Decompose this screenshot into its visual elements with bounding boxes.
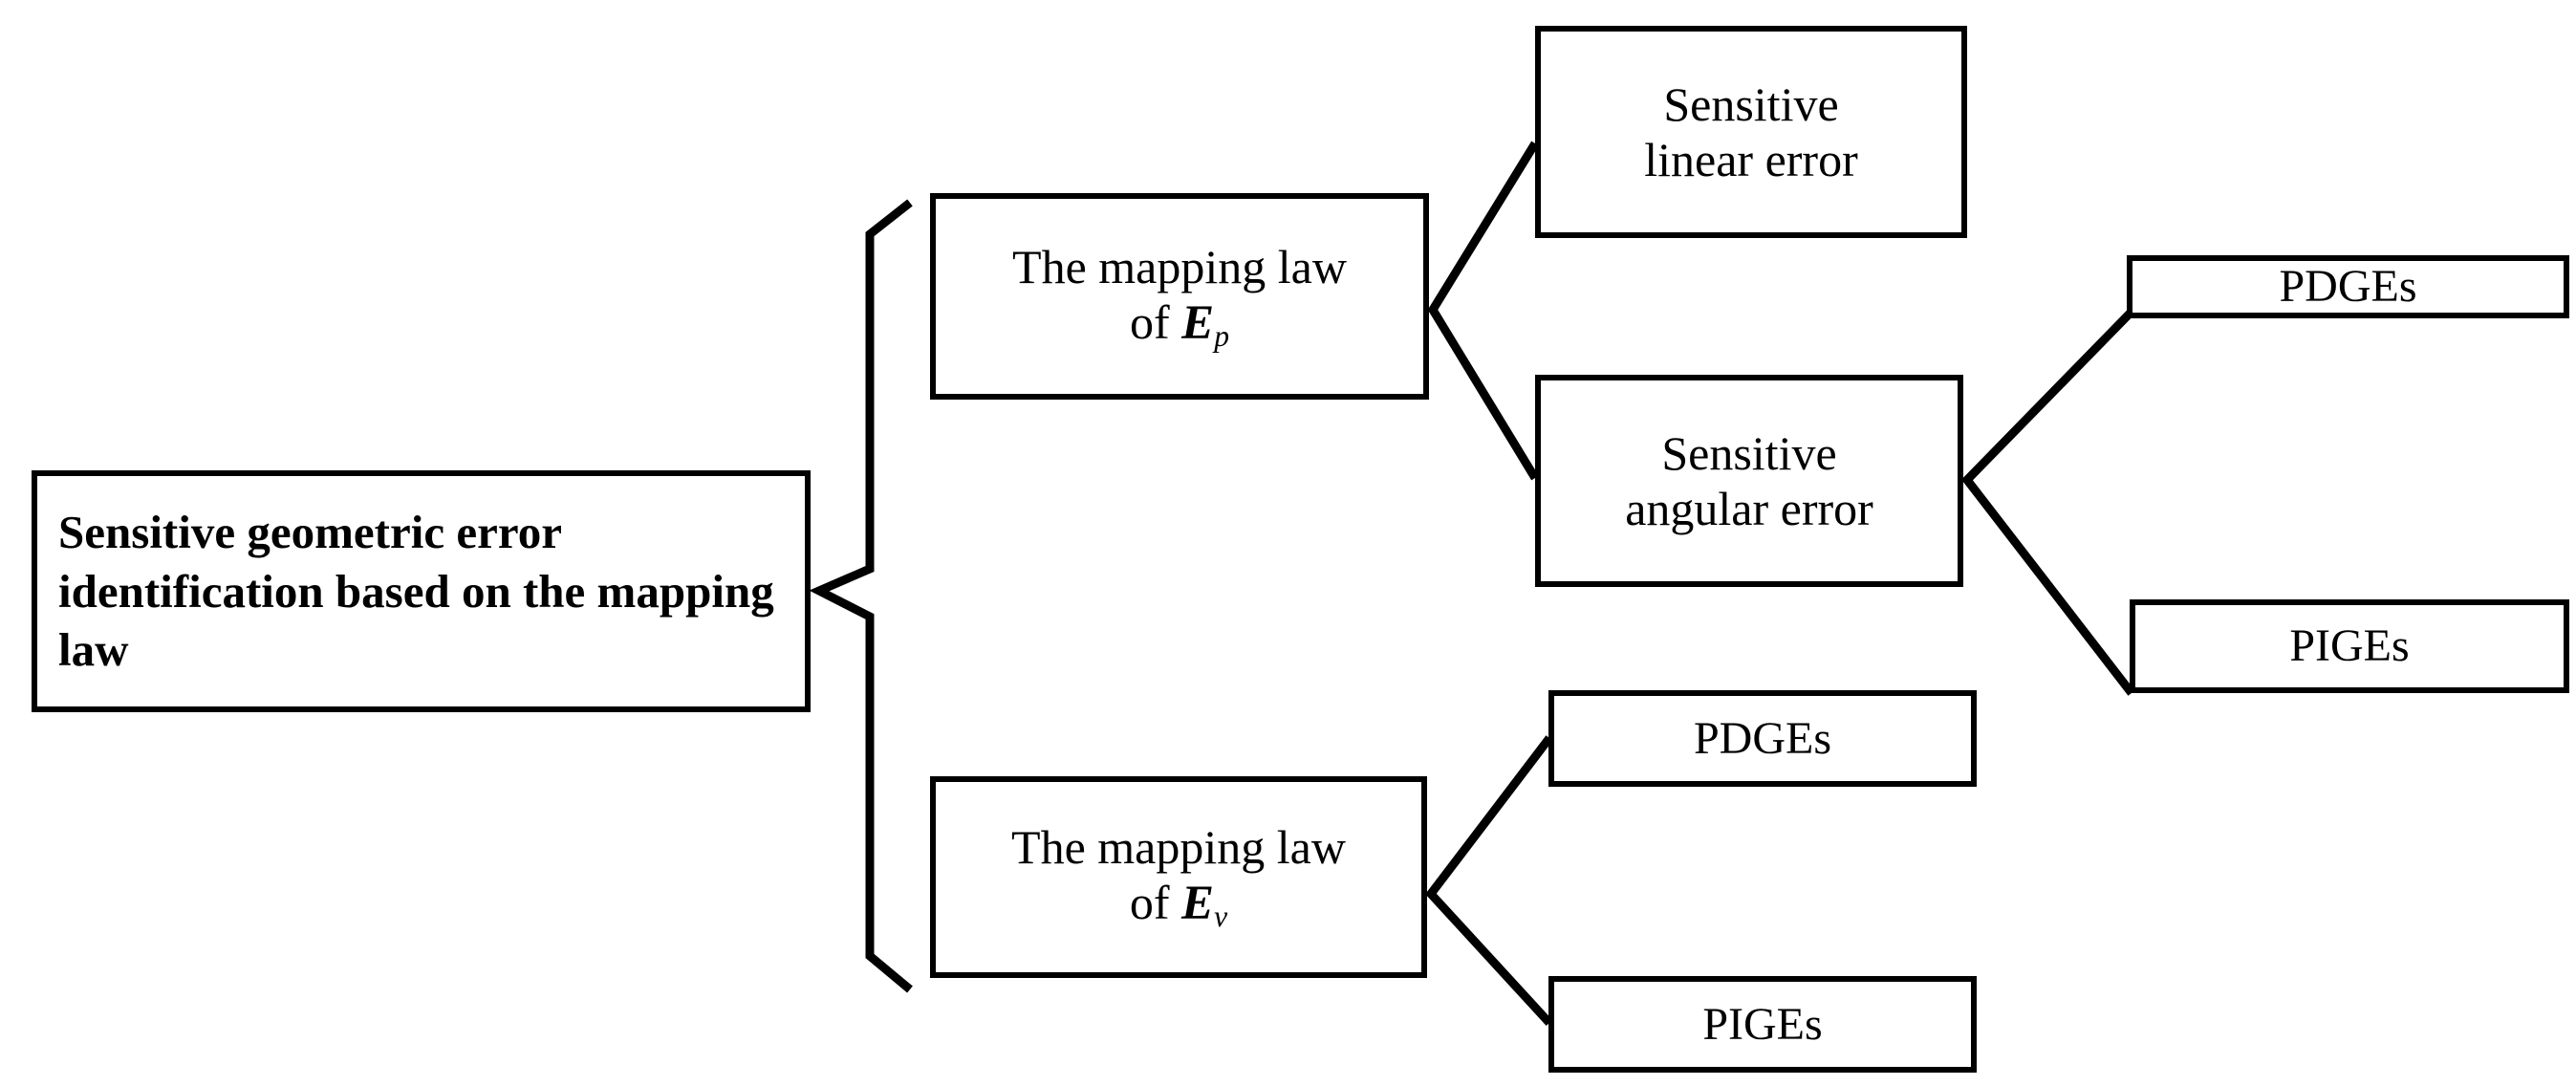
node-pdges-bottom[interactable]: PDGEs xyxy=(1548,690,1977,787)
symbol-e-p-base: E xyxy=(1181,295,1215,350)
symbol-e-v-subscript: v xyxy=(1214,900,1228,934)
node-mapping-law-ep-line2-prefix: of xyxy=(1130,294,1182,349)
symbol-e-p-subscript: p xyxy=(1214,318,1229,353)
symbol-e-v: Ev xyxy=(1181,877,1228,934)
node-root-label: Sensitive geometric error identification… xyxy=(58,505,774,677)
node-mapping-law-ep-line1: The mapping law xyxy=(1012,239,1347,293)
node-root[interactable]: Sensitive geometric error identification… xyxy=(32,470,811,712)
root-brace xyxy=(809,199,913,993)
symbol-e-p: Ep xyxy=(1181,295,1229,353)
node-piges-right-label: PIGEs xyxy=(2289,620,2410,672)
node-piges-right[interactable]: PIGEs xyxy=(2130,599,2569,693)
node-piges-bottom-label: PIGEs xyxy=(1702,998,1823,1050)
node-sensitive-linear-error-label: Sensitive linear error xyxy=(1644,77,1858,186)
node-sensitive-linear-error[interactable]: Sensitive linear error xyxy=(1535,26,1967,238)
node-piges-bottom[interactable]: PIGEs xyxy=(1548,976,1977,1073)
edge-ep-to-error-types xyxy=(1427,141,1539,481)
node-mapping-law-ev-line1: The mapping law xyxy=(1011,820,1346,875)
symbol-e-v-base: E xyxy=(1181,877,1215,931)
node-sensitive-angular-error[interactable]: Sensitive angular error xyxy=(1535,375,1963,587)
edge-angular-to-leaves xyxy=(1961,310,2135,696)
node-pdges-bottom-label: PDGEs xyxy=(1693,712,1832,764)
node-pdges-right-label: PDGEs xyxy=(2279,261,2417,313)
node-mapping-law-ev-line2-prefix: of xyxy=(1129,876,1182,930)
node-sensitive-angular-error-label: Sensitive angular error xyxy=(1625,426,1873,535)
edge-ev-to-leaves xyxy=(1425,735,1553,1027)
node-pdges-right[interactable]: PDGEs xyxy=(2127,255,2569,318)
